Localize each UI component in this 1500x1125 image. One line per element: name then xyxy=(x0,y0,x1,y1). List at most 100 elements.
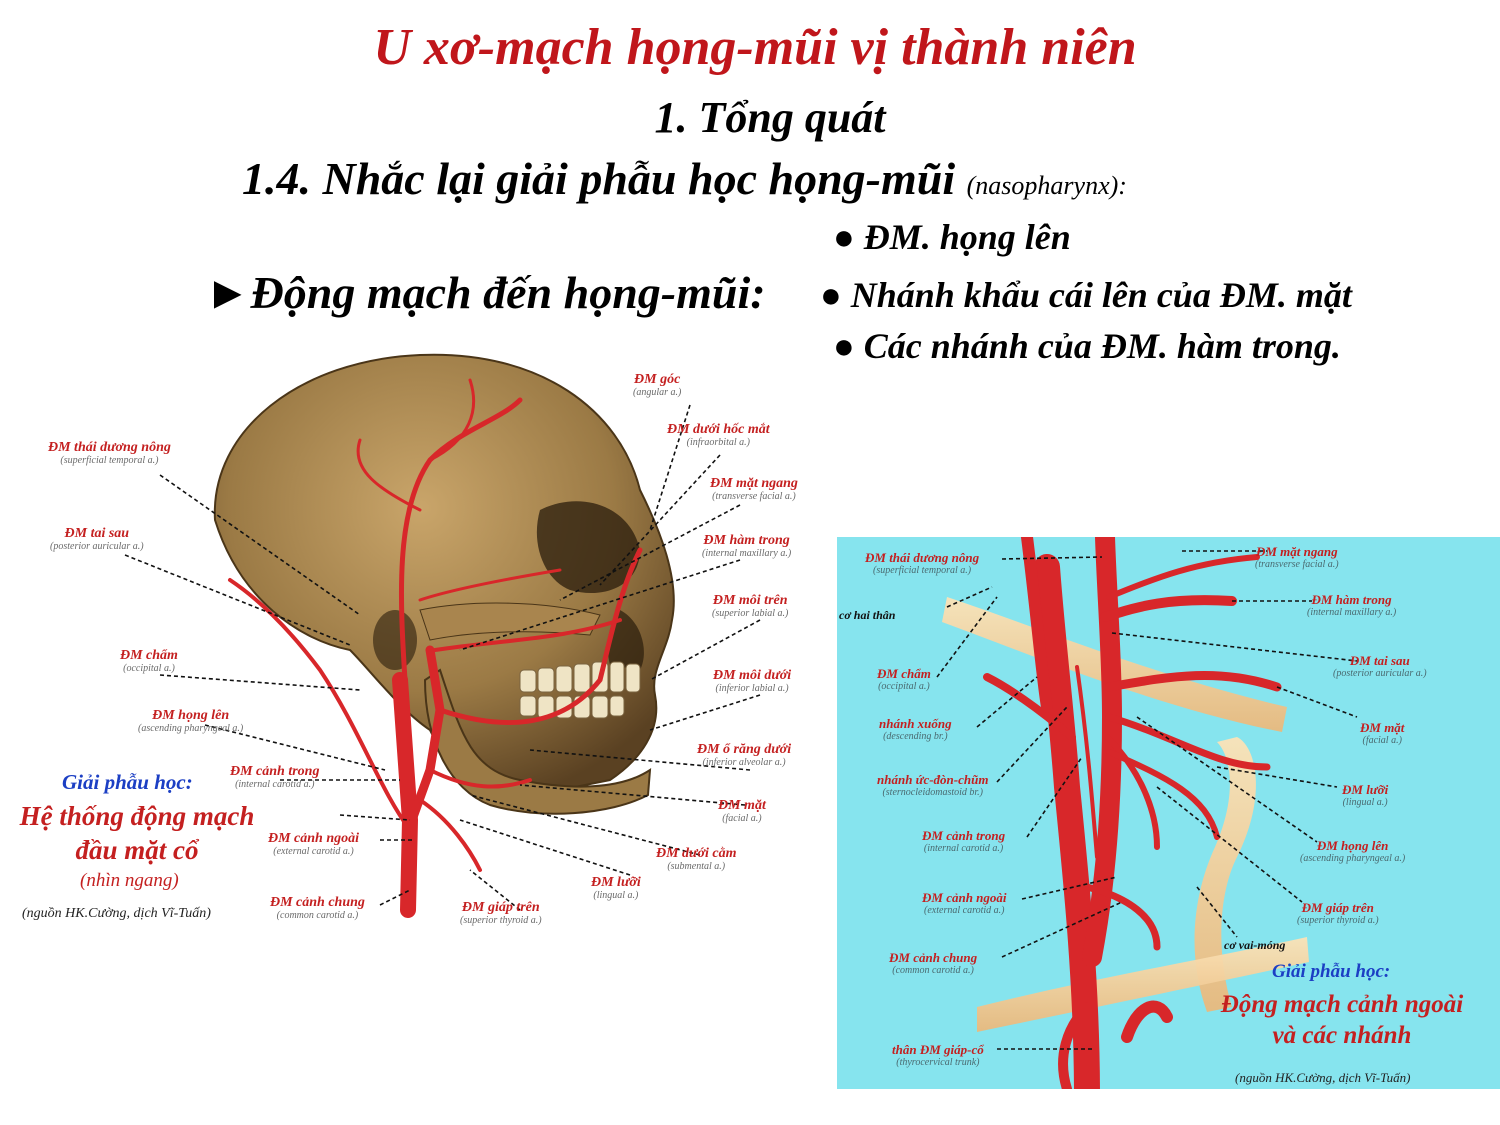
rlabel-sternocleidomastoid-branch: nhánh ức-đòn-chũm(sternocleidomastoid br… xyxy=(877,772,989,799)
label-en: (transverse facial a.) xyxy=(1255,559,1339,571)
label-en: (external carotid a.) xyxy=(273,846,354,858)
label-en: (descending br.) xyxy=(883,731,948,743)
label-vi: ĐM họng lên xyxy=(152,708,230,723)
label-facial-artery: ĐM mặt(facial a.) xyxy=(718,798,766,824)
label-vi: ĐM giáp trên xyxy=(461,900,540,915)
left-caption-view: (nhìn ngang) xyxy=(80,870,179,891)
label-internal-maxillary-artery: ĐM hàm trong(internal maxillary a.) xyxy=(702,533,791,559)
label-vi: ĐM mặt ngang xyxy=(1255,544,1338,559)
label-vi: ĐM giáp trên xyxy=(1301,900,1374,915)
label-vi: nhánh ức-đòn-chũm xyxy=(877,772,989,787)
carotid-illustration xyxy=(936,537,1358,1089)
left-caption-title: Hệ thống động mạch đầu mặt cổ xyxy=(2,800,272,868)
label-vi: ĐM cảnh chung xyxy=(889,950,978,965)
rlabel-occipital-artery: ĐM chẩm(occipital a.) xyxy=(877,666,931,693)
label-lingual-artery: ĐM lưỡi(lingual a.) xyxy=(591,875,641,901)
right-source: (nguồn HK.Cường, dịch Vĩ-Tuấn) xyxy=(1235,1070,1411,1085)
label-en: (lingual a.) xyxy=(593,890,639,902)
right-caption-intro: Giải phẫu học: xyxy=(1272,961,1391,982)
label-vi: ĐM dưới cằm xyxy=(656,846,737,861)
head-neck-arteries-figure: ĐM góc(angular a.) ĐM dưới hốc mắt(infra… xyxy=(0,350,830,950)
right-caption-title: Động mạch cảnh ngoài và các nhánh xyxy=(1182,989,1500,1052)
label-en: (infraorbital a.) xyxy=(686,437,750,449)
label-vi: ĐM mặt ngang xyxy=(710,476,798,491)
rlabel-descending-branch: nhánh xuống(descending br.) xyxy=(879,716,952,743)
label-en: (superior thyroid a.) xyxy=(1297,915,1379,927)
label-en: (occipital a.) xyxy=(123,663,175,675)
label-vi: ĐM dưới hốc mắt xyxy=(667,422,770,437)
label-en: (internal maxillary a.) xyxy=(702,548,792,560)
label-en: (ascending pharyngeal a.) xyxy=(1300,853,1406,865)
artery-bullet-1: ● ĐM. họng lên xyxy=(833,217,1071,257)
slide-title: U xơ-mạch họng-mũi vị thành niên xyxy=(373,19,1137,76)
label-common-carotid-artery: ĐM cảnh chung(common carotid a.) xyxy=(270,895,365,921)
label-en: (thyrocervical trunk) xyxy=(896,1057,980,1069)
label-en: (angular a.) xyxy=(633,387,682,399)
label-vi: ĐM cảnh chung xyxy=(270,895,365,910)
label-en: (facial a.) xyxy=(722,813,762,825)
label-angular-artery: ĐM góc(angular a.) xyxy=(633,372,681,398)
label-vi: ĐM cảnh trong xyxy=(230,764,320,779)
label-superior-labial-artery: ĐM môi trên(superior labial a.) xyxy=(712,593,788,619)
label-en: (facial a.) xyxy=(1362,735,1402,747)
label-superficial-temporal-artery: ĐM thái dương nông(superficial temporal … xyxy=(48,440,171,466)
rlabel-superficial-temporal-artery: ĐM thái dương nông(superficial temporal … xyxy=(865,550,980,576)
label-vi: ĐM môi trên xyxy=(712,593,788,608)
label-en: (sternocleidomastoid br.) xyxy=(882,787,983,799)
label-vi: ĐM mặt xyxy=(1360,720,1405,735)
label-superior-thyroid-artery: ĐM giáp trên(superior thyroid a.) xyxy=(460,900,542,926)
left-source: (nguồn HK.Cường, dịch Vĩ-Tuấn) xyxy=(22,906,211,921)
rlabel-thyrocervical-trunk: thân ĐM giáp-cổ(thyrocervical trunk) xyxy=(892,1042,984,1069)
left-caption-intro: Giải phẫu học: xyxy=(62,770,193,794)
label-vi: ĐM thái dương nông xyxy=(865,550,980,565)
rlabel-common-carotid-artery: ĐM cảnh chung(common carotid a.) xyxy=(889,950,978,976)
label-en: (internal carotid a.) xyxy=(235,779,315,791)
muscle-digastric-label: cơ hai thân xyxy=(839,608,896,622)
label-vi: ĐM chẩm xyxy=(120,648,178,663)
label-en: (inferior labial a.) xyxy=(715,683,789,695)
label-en: (submental a.) xyxy=(667,861,726,873)
label-en: (superior thyroid a.) xyxy=(460,915,542,927)
rlabel-lingual-artery: ĐM lưỡi(lingual a.) xyxy=(1342,782,1389,809)
label-vi: ĐM cảnh ngoài xyxy=(268,831,360,846)
label-vi: nhánh xuống xyxy=(879,716,952,731)
section-heading-text: 1.4. Nhắc lại giải phẫu học họng-mũi xyxy=(242,153,956,204)
label-submental-artery: ĐM dưới cằm(submental a.) xyxy=(656,846,736,872)
left-caption-title-line2: đầu mặt cổ xyxy=(75,834,199,865)
rlabel-superior-thyroid-artery: ĐM giáp trên(superior thyroid a.) xyxy=(1297,900,1379,927)
slide-subtitle: 1. Tổng quát xyxy=(654,93,886,142)
label-vi: ĐM tai sau xyxy=(1349,653,1410,668)
label-en: (occipital a.) xyxy=(878,681,930,693)
label-vi: ĐM mặt xyxy=(718,798,766,813)
label-vi: ĐM lưỡi xyxy=(1342,782,1389,797)
label-vi: ĐM hàm trong xyxy=(703,533,790,548)
label-vi: ĐM tai sau xyxy=(64,526,130,541)
label-transverse-facial-artery: ĐM mặt ngang(transverse facial a.) xyxy=(710,476,798,502)
arteries-heading: ►Động mạch đến họng-mũi: xyxy=(205,267,766,318)
label-vi: ĐM cảnh trong xyxy=(922,828,1006,843)
label-vi: ĐM môi dưới xyxy=(713,668,792,683)
label-en: (external carotid a.) xyxy=(924,905,1005,917)
label-en: (posterior auricular a.) xyxy=(50,541,144,553)
label-vi: ĐM cảnh ngoài xyxy=(922,890,1007,905)
rlabel-ascending-pharyngeal-artery: ĐM họng lên(ascending pharyngeal a.) xyxy=(1300,838,1406,865)
label-vi: ĐM ổ răng dưới xyxy=(697,742,792,757)
label-en: (superior labial a.) xyxy=(712,608,789,620)
label-en: (internal carotid a.) xyxy=(923,843,1004,855)
label-occipital-artery: ĐM chẩm(occipital a.) xyxy=(120,648,178,674)
external-carotid-figure: ĐM thái dương nông(superficial temporal … xyxy=(837,537,1500,1089)
label-en: (common carotid a.) xyxy=(276,910,359,922)
label-vi: thân ĐM giáp-cổ xyxy=(892,1042,984,1057)
label-posterior-auricular-artery: ĐM tai sau(posterior auricular a.) xyxy=(50,526,144,552)
skull-illustration xyxy=(124,353,761,918)
left-caption-title-line1: Hệ thống động mạch xyxy=(19,801,255,831)
label-en: (lingual a.) xyxy=(1342,797,1388,809)
label-vi: ĐM lưỡi xyxy=(591,875,641,890)
label-en: (transverse facial a.) xyxy=(712,491,796,503)
rlabel-internal-carotid-artery: ĐM cảnh trong(internal carotid a.) xyxy=(922,828,1006,855)
label-en: (internal maxillary a.) xyxy=(1307,607,1397,619)
label-en: (ascending pharyngeal a.) xyxy=(138,723,244,735)
label-vi: ĐM họng lên xyxy=(1316,838,1389,853)
label-vi: ĐM thái dương nông xyxy=(48,440,171,455)
muscle-omohyoid-label: cơ vai-móng xyxy=(1224,938,1286,952)
